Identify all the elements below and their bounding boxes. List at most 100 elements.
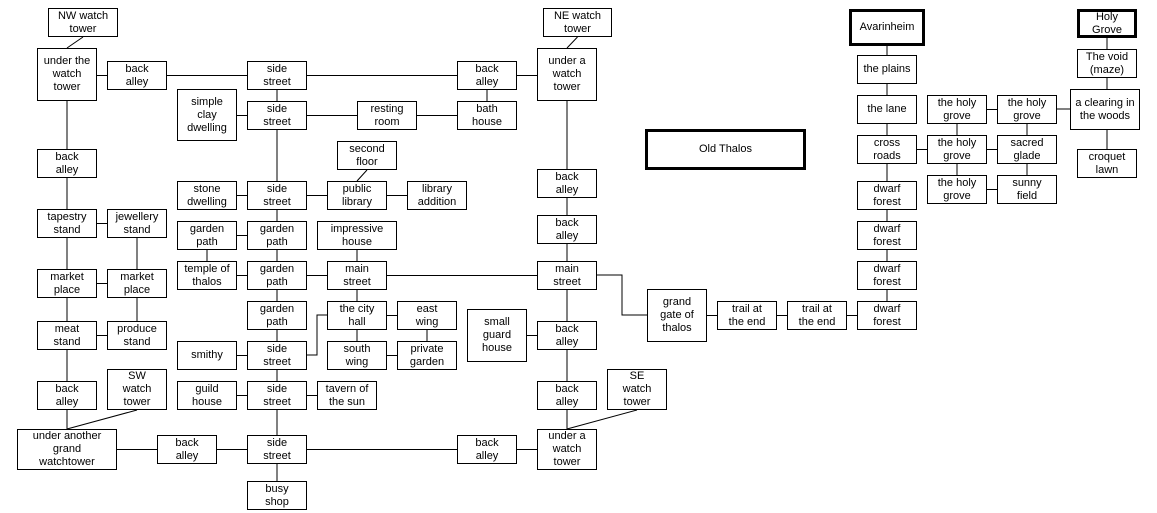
room-node[interactable]: meat stand	[37, 321, 97, 350]
room-node[interactable]: under another grand watchtower	[17, 429, 117, 470]
room-label: impressive house	[330, 222, 384, 248]
room-node[interactable]: the holy grove	[927, 135, 987, 164]
room-label: the holy grove	[1007, 96, 1047, 122]
room-node[interactable]: east wing	[397, 301, 457, 330]
room-node[interactable]: simple clay dwelling	[177, 89, 237, 141]
room-label: The void (maze)	[1085, 50, 1129, 76]
room-node[interactable]: under a watch tower	[537, 429, 597, 470]
room-label: garden path	[259, 222, 295, 248]
room-node[interactable]: NW watch tower	[48, 8, 118, 37]
room-node[interactable]: market place	[107, 269, 167, 298]
room-node[interactable]: under a watch tower	[537, 48, 597, 101]
room-node[interactable]: side street	[247, 61, 307, 90]
room-node[interactable]: main street	[327, 261, 387, 290]
room-label: back alley	[475, 436, 499, 462]
room-node[interactable]: dwarf forest	[857, 261, 917, 290]
room-node[interactable]: garden path	[247, 261, 307, 290]
room-node[interactable]: temple of thalos	[177, 261, 237, 290]
room-node[interactable]: SE watch tower	[607, 369, 667, 410]
room-node[interactable]: side street	[247, 181, 307, 210]
room-node[interactable]: tapestry stand	[37, 209, 97, 238]
connection-line	[566, 409, 638, 430]
area-node-holy-grove-area[interactable]: Holy Grove	[1077, 9, 1137, 38]
room-node[interactable]: dwarf forest	[857, 221, 917, 250]
room-node[interactable]: main street	[537, 261, 597, 290]
room-label: back alley	[475, 62, 499, 88]
room-node[interactable]: back alley	[537, 169, 597, 198]
room-label: resting room	[370, 102, 404, 128]
room-node[interactable]: impressive house	[317, 221, 397, 250]
room-node[interactable]: guild house	[177, 381, 237, 410]
room-node[interactable]: croquet lawn	[1077, 149, 1137, 178]
room-node[interactable]: bath house	[457, 101, 517, 130]
room-node[interactable]: busy shop	[247, 481, 307, 510]
room-node[interactable]: sunny field	[997, 175, 1057, 204]
room-label: public library	[342, 182, 372, 208]
room-node[interactable]: the city hall	[327, 301, 387, 330]
room-node[interactable]: garden path	[177, 221, 237, 250]
room-label: simple clay dwelling	[187, 95, 227, 134]
room-node[interactable]: back alley	[107, 61, 167, 90]
room-label: side street	[263, 102, 291, 128]
room-node[interactable]: stone dwelling	[177, 181, 237, 210]
room-node[interactable]: garden path	[247, 221, 307, 250]
room-node[interactable]: south wing	[327, 341, 387, 370]
room-label: smithy	[191, 349, 223, 361]
room-label: dwarf forest	[873, 302, 901, 328]
room-node[interactable]: jewellery stand	[107, 209, 167, 238]
room-node[interactable]: cross roads	[857, 135, 917, 164]
room-node[interactable]: small guard house	[467, 309, 527, 362]
room-label: grand gate of thalos	[660, 296, 694, 334]
room-label: tavern of the sun	[325, 382, 369, 408]
room-node[interactable]: the holy grove	[997, 95, 1057, 124]
room-node[interactable]: The void (maze)	[1077, 49, 1137, 78]
room-node[interactable]: a clearing in the woods	[1070, 89, 1140, 130]
room-node[interactable]: the lane	[857, 95, 917, 124]
room-node[interactable]: NE watch tower	[543, 8, 612, 37]
room-label: under the watch tower	[43, 55, 91, 93]
room-node[interactable]: SW watch tower	[107, 369, 167, 410]
room-label: tapestry stand	[47, 210, 87, 236]
room-node[interactable]: produce stand	[107, 321, 167, 350]
room-node[interactable]: second floor	[337, 141, 397, 170]
room-label: back alley	[555, 322, 579, 348]
room-node[interactable]: back alley	[157, 435, 217, 464]
room-label: library addition	[417, 182, 457, 208]
room-label: the holy grove	[937, 176, 977, 202]
room-label: SW watch tower	[122, 370, 152, 408]
room-node[interactable]: resting room	[357, 101, 417, 130]
room-node[interactable]: the holy grove	[927, 95, 987, 124]
room-node[interactable]: back alley	[537, 381, 597, 410]
room-node[interactable]: side street	[247, 435, 307, 464]
room-node[interactable]: dwarf forest	[857, 301, 917, 330]
room-node[interactable]: the plains	[857, 55, 917, 84]
room-label: jewellery stand	[115, 210, 159, 236]
room-node[interactable]: under the watch tower	[37, 48, 97, 101]
room-node[interactable]: trail at the end	[717, 301, 777, 330]
room-label: main street	[343, 262, 371, 288]
room-node[interactable]: public library	[327, 181, 387, 210]
room-node[interactable]: private garden	[397, 341, 457, 370]
room-node[interactable]: dwarf forest	[857, 181, 917, 210]
room-node[interactable]: sacred glade	[997, 135, 1057, 164]
area-node-old-thalos[interactable]: Old Thalos	[645, 129, 806, 170]
room-node[interactable]: back alley	[457, 435, 517, 464]
room-node[interactable]: back alley	[37, 381, 97, 410]
room-node[interactable]: side street	[247, 101, 307, 130]
room-node[interactable]: trail at the end	[787, 301, 847, 330]
room-node[interactable]: back alley	[37, 149, 97, 178]
room-node[interactable]: side street	[247, 341, 307, 370]
room-node[interactable]: back alley	[537, 215, 597, 244]
room-node[interactable]: library addition	[407, 181, 467, 210]
room-node[interactable]: garden path	[247, 301, 307, 330]
room-label: croquet lawn	[1088, 150, 1126, 176]
room-node[interactable]: back alley	[537, 321, 597, 350]
room-node[interactable]: grand gate of thalos	[647, 289, 707, 342]
area-node-avarinheim[interactable]: Avarinheim	[849, 9, 925, 46]
room-node[interactable]: tavern of the sun	[317, 381, 377, 410]
room-node[interactable]: back alley	[457, 61, 517, 90]
room-node[interactable]: the holy grove	[927, 175, 987, 204]
room-node[interactable]: smithy	[177, 341, 237, 370]
room-node[interactable]: market place	[37, 269, 97, 298]
room-node[interactable]: side street	[247, 381, 307, 410]
